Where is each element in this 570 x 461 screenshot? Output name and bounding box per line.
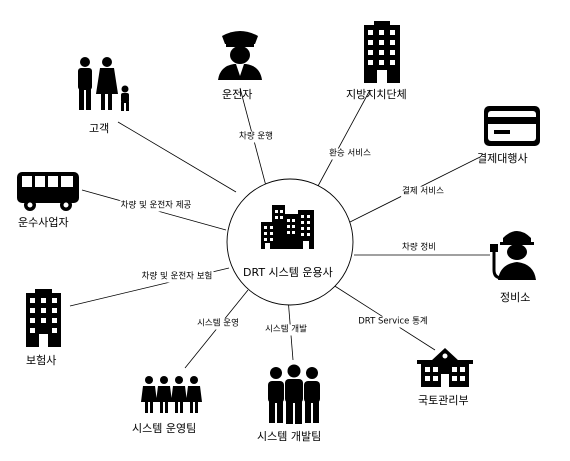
node-label-ops-team: 시스템 운영팀 bbox=[132, 422, 197, 435]
node-label-ministry: 국토관리부 bbox=[418, 394, 469, 407]
center-buildings-icon bbox=[261, 205, 314, 249]
insurance-building-icon bbox=[26, 289, 61, 347]
operations-team-icon bbox=[141, 376, 202, 413]
bus-icon bbox=[17, 172, 79, 211]
edge-label-insurance: 차량 및 운전자 보험 bbox=[140, 271, 214, 283]
edge-label-ministry: DRT Service 통계 bbox=[357, 316, 429, 328]
edge-label-payment: 결제 서비스 bbox=[401, 186, 445, 198]
node-label-payment: 결제대행사 bbox=[477, 152, 528, 165]
center-label: DRT 시스템 운용사 bbox=[243, 266, 333, 279]
edge-label-maintenance: 차량 정비 bbox=[401, 242, 437, 254]
ministry-building-icon bbox=[417, 348, 473, 387]
chauffeur-icon bbox=[218, 31, 262, 80]
node-label-dev-team: 시스템 개발팀 bbox=[257, 430, 322, 443]
node-label-insurance: 보험사 bbox=[26, 354, 57, 367]
node-label-driver: 운전자 bbox=[222, 88, 253, 101]
development-team-icon bbox=[268, 364, 320, 424]
edge-label-driver: 차량 운행 bbox=[238, 131, 274, 143]
edge-customer bbox=[117, 121, 237, 193]
node-label-transport: 운수사업자 bbox=[18, 216, 69, 229]
government-building-icon bbox=[364, 21, 400, 83]
edge-local-gov bbox=[317, 89, 371, 187]
node-label-local-gov: 지방지치단체 bbox=[346, 88, 407, 101]
engineer-icon bbox=[490, 231, 536, 280]
node-label-customer: 고객 bbox=[89, 122, 110, 135]
edge-label-local-gov: 환승 서비스 bbox=[328, 148, 372, 160]
family-icon bbox=[78, 57, 129, 111]
edge-label-transport: 차량 및 운전자 제공 bbox=[119, 200, 193, 212]
node-label-maintenance: 정비소 bbox=[500, 291, 531, 304]
edge-label-ops: 시스템 운영 bbox=[196, 318, 240, 330]
credit-card-icon bbox=[484, 106, 540, 146]
edge-label-dev: 시스템 개발 bbox=[264, 324, 308, 336]
